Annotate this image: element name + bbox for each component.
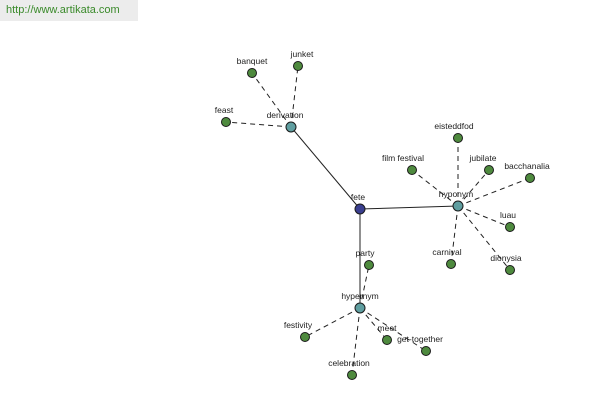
node-celebration[interactable] — [347, 370, 357, 380]
node-dionysia[interactable] — [505, 265, 515, 275]
edge-hyponym-jubilate — [457, 169, 490, 207]
node-eisteddfod[interactable] — [453, 133, 463, 143]
label-junket: junket — [290, 49, 314, 59]
label-luau: luau — [500, 210, 516, 220]
label-feast: feast — [215, 105, 234, 115]
node-hypernym[interactable] — [354, 302, 366, 314]
edge-hypernym-get-together — [359, 307, 427, 352]
node-film-festival[interactable] — [407, 165, 417, 175]
label-film-festival: film festival — [382, 153, 424, 163]
label-bacchanalia: bacchanalia — [504, 161, 550, 171]
node-get-together[interactable] — [421, 346, 431, 356]
label-celebration: celebration — [328, 358, 370, 368]
label-hypernym: hypernym — [341, 291, 378, 301]
node-bacchanalia[interactable] — [525, 173, 535, 183]
label-hyponym: hyponym — [439, 189, 474, 199]
edge-hyponym-film-festival — [411, 169, 459, 207]
label-fete: fete — [351, 192, 365, 202]
node-festivity[interactable] — [300, 332, 310, 342]
edge-hyponym-dionysia — [457, 205, 511, 271]
watermark-url: http://www.artikata.com — [0, 0, 138, 21]
label-party: party — [356, 248, 376, 258]
edge-derivation-feast — [225, 121, 292, 128]
node-party[interactable] — [364, 260, 374, 270]
node-banquet[interactable] — [247, 68, 257, 78]
label-meet: meet — [378, 323, 398, 333]
label-get-together: get-together — [397, 334, 443, 344]
label-carnival: carnival — [432, 247, 461, 257]
edge-fete-hyponym — [359, 205, 459, 210]
node-meet[interactable] — [382, 335, 392, 345]
label-banquet: banquet — [237, 56, 268, 66]
node-fete[interactable] — [354, 203, 366, 215]
edge-derivation-banquet — [251, 72, 292, 128]
label-dionysia: dionysia — [490, 253, 521, 263]
label-jubilate: jubilate — [469, 153, 497, 163]
edge-hypernym-celebration — [351, 307, 361, 376]
edge-hyponym-carnival — [450, 205, 459, 265]
label-eisteddfod: eisteddfod — [434, 121, 473, 131]
node-hyponym[interactable] — [452, 200, 464, 212]
node-carnival[interactable] — [446, 259, 456, 269]
label-derivation: derivation — [267, 110, 304, 120]
label-festivity: festivity — [284, 320, 313, 330]
edge-hypernym-meet — [359, 307, 388, 341]
edge-hypernym-festivity — [304, 307, 361, 338]
edge-derivation-junket — [290, 65, 299, 128]
node-feast[interactable] — [221, 117, 231, 127]
edge-hyponym-bacchanalia — [457, 177, 531, 207]
edge-fete-derivation — [290, 126, 361, 210]
edge-hyponym-luau — [457, 205, 511, 228]
node-jubilate[interactable] — [484, 165, 494, 175]
node-luau[interactable] — [505, 222, 515, 232]
node-junket[interactable] — [293, 61, 303, 71]
edge-hypernym-party — [359, 264, 370, 309]
node-derivation[interactable] — [285, 121, 297, 133]
